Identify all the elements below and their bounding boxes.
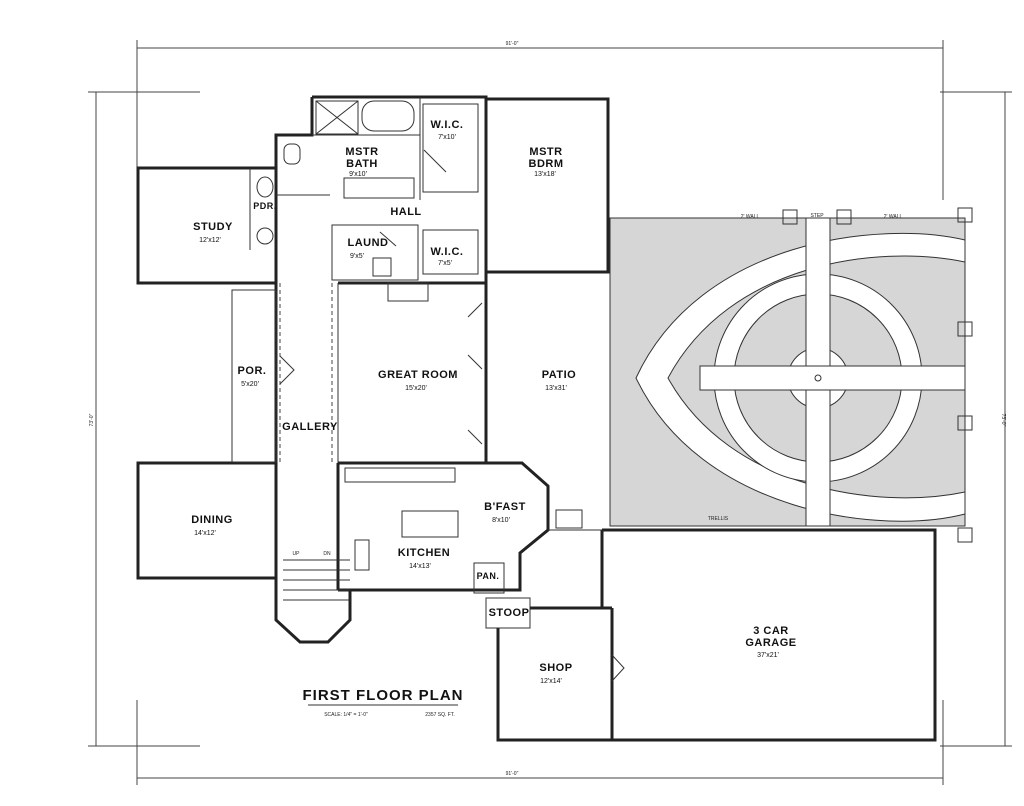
- dimension-lines: [88, 40, 1012, 785]
- mstr-bdrm-label-1: MSTR: [529, 146, 562, 158]
- plan-title: FIRST FLOOR PLAN: [303, 687, 464, 704]
- note-wall-left: 2' WALL: [741, 214, 760, 220]
- pdr-label: PDR.: [253, 201, 277, 211]
- great-room-label: GREAT ROOM: [378, 369, 458, 381]
- hall-label: HALL: [390, 206, 421, 218]
- title-block: FIRST FLOOR PLAN SCALE: 1/4" = 1'-0" 235…: [303, 687, 464, 718]
- laund-size: 9'x5': [350, 253, 364, 260]
- plan-scale: SCALE: 1/4" = 1'-0": [324, 712, 368, 718]
- mstr-bdrm-size: 13'x18': [534, 171, 556, 178]
- patio-label: PATIO: [542, 369, 576, 381]
- stoop-label: STOOP: [489, 607, 530, 619]
- note-step: STEP: [810, 213, 824, 219]
- patio-size: 13'x31': [545, 385, 567, 392]
- bfast-label: B'FAST: [484, 501, 526, 513]
- garage-label-1: 3 CAR: [753, 625, 789, 637]
- patio-garden: [609, 207, 973, 543]
- por-label: POR.: [238, 365, 267, 377]
- plan-area: 2357 SQ. FT.: [425, 712, 454, 718]
- note-wall-right: 2' WALL: [884, 214, 903, 220]
- mstr-bath-size: 9'x10': [349, 171, 367, 178]
- dim-left-label: 73'-0": [89, 413, 95, 426]
- pan-label: PAN.: [477, 571, 500, 581]
- laund-label: LAUND: [348, 237, 389, 249]
- dim-top-label: 91'-0": [506, 41, 519, 47]
- por-size: 5'x20': [241, 381, 259, 388]
- garage-size: 37'x21': [757, 652, 779, 659]
- shop-label: SHOP: [539, 662, 572, 674]
- stair-up-label: UP: [293, 551, 301, 557]
- note-trellis: TRELLIS: [708, 516, 729, 522]
- mstr-bdrm-label-2: BDRM: [529, 158, 564, 170]
- gallery-label: GALLERY: [282, 421, 338, 433]
- mstr-bath-label-2: BATH: [346, 158, 378, 170]
- mstr-bath-label-1: MSTR: [345, 146, 378, 158]
- wic-upper-label: W.I.C.: [431, 119, 464, 131]
- room-labels: MSTR BATH 9'x10' W.I.C. 7'x10' MSTR BDRM…: [191, 119, 796, 685]
- garage-label-2: GARAGE: [745, 637, 796, 649]
- study-size: 12'x12': [199, 237, 221, 244]
- kitchen-size: 14'x13': [409, 563, 431, 570]
- kitchen-label: KITCHEN: [398, 547, 450, 559]
- walls: [136, 95, 937, 742]
- stair-down-label: DN: [323, 551, 331, 557]
- wic-lower-label: W.I.C.: [431, 246, 464, 258]
- bfast-size: 8'x10': [492, 517, 510, 524]
- great-room-size: 15'x20': [405, 385, 427, 392]
- study-label: STUDY: [193, 221, 233, 233]
- shop-size: 12'x14': [540, 678, 562, 685]
- dining-label: DINING: [191, 514, 233, 526]
- dining-size: 14'x12': [194, 530, 216, 537]
- dim-right-label: 73'-0": [1000, 414, 1006, 427]
- wic-upper-size: 7'x10': [438, 134, 456, 141]
- dim-bottom-label: 91'-0": [506, 771, 519, 777]
- wic-lower-size: 7'x5': [438, 260, 452, 267]
